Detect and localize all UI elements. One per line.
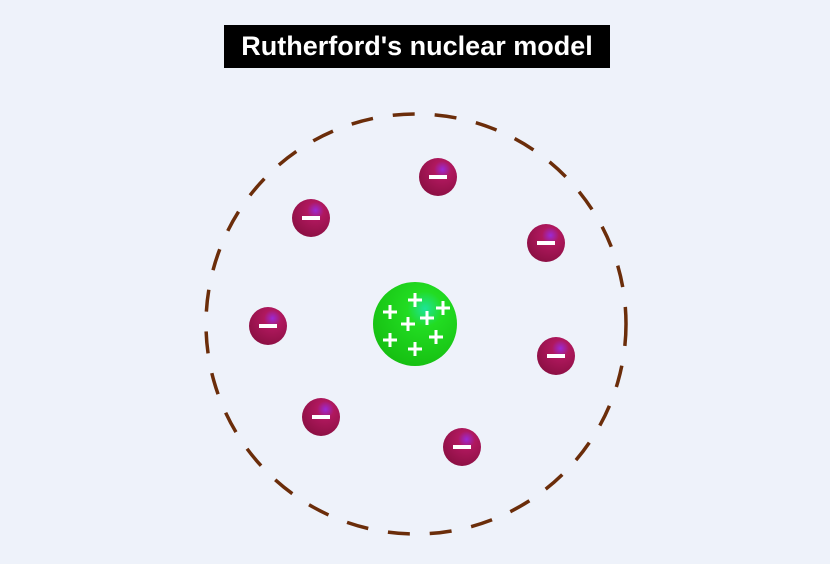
proton-plus-icon (383, 305, 397, 319)
minus-icon (312, 415, 330, 419)
electron (292, 199, 330, 237)
electron (302, 398, 340, 436)
proton-plus-icon (408, 342, 422, 356)
nucleus (373, 282, 457, 366)
minus-icon (302, 216, 320, 220)
diagram-title: Rutherford's nuclear model (224, 25, 610, 68)
proton-plus-icon (401, 317, 415, 331)
proton-plus-icon (383, 333, 397, 347)
minus-icon (453, 445, 471, 449)
electron (249, 307, 287, 345)
proton-plus-icon (436, 301, 450, 315)
minus-icon (537, 241, 555, 245)
electron (537, 337, 575, 375)
electron (419, 158, 457, 196)
proton-plus-icon (420, 311, 434, 325)
minus-icon (547, 354, 565, 358)
minus-icon (429, 175, 447, 179)
electron-orbit (204, 112, 628, 536)
electrons (249, 158, 575, 466)
proton-plus-icon (408, 293, 422, 307)
electron (443, 428, 481, 466)
electron (527, 224, 565, 262)
minus-icon (259, 324, 277, 328)
proton-plus-icon (429, 330, 443, 344)
